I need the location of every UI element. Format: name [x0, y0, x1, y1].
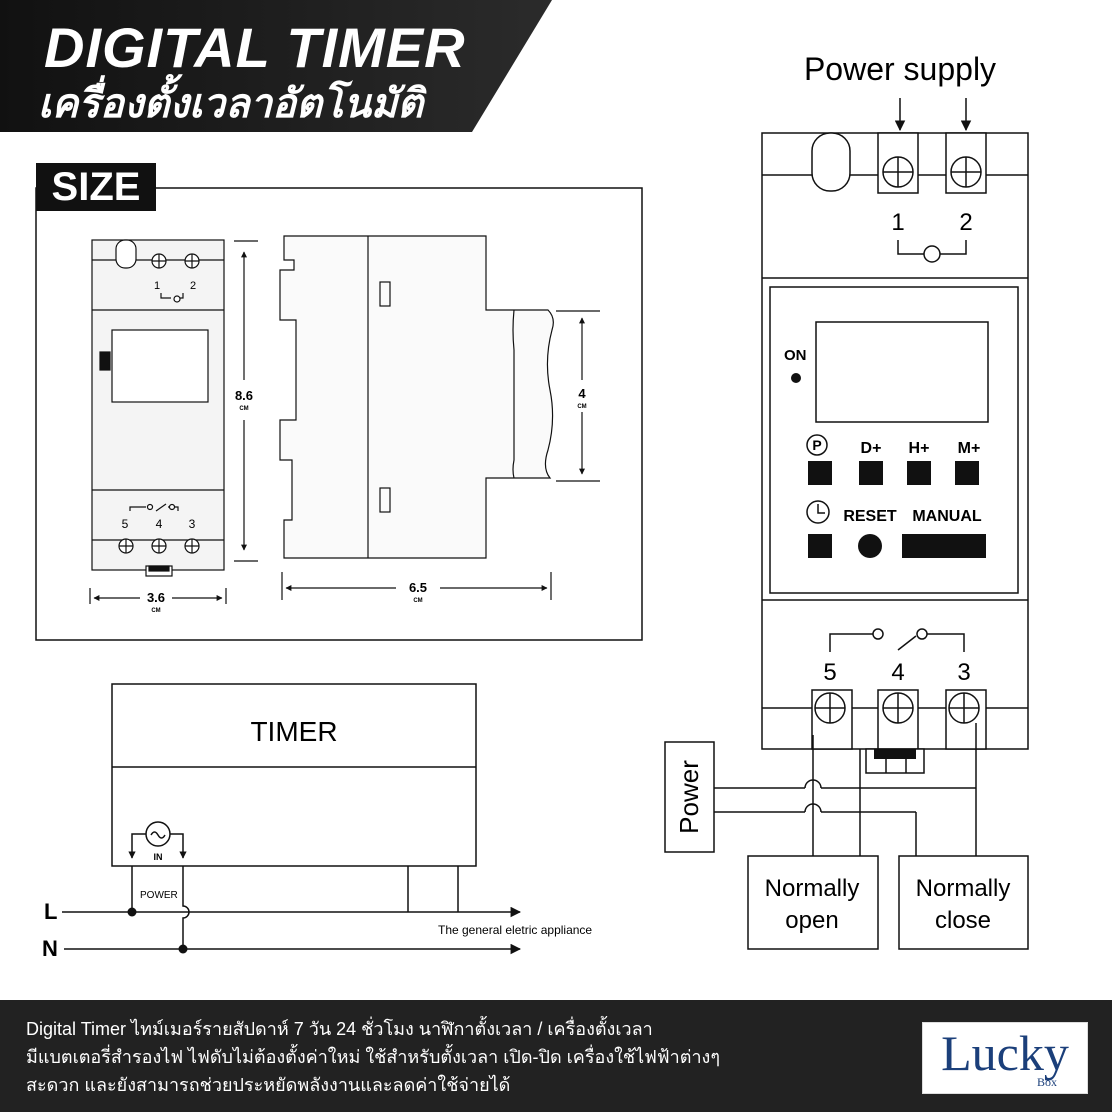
normally-close-line2: close — [935, 907, 991, 934]
normally-open-box — [747, 855, 879, 950]
terminal-2-label: 2 — [959, 209, 972, 236]
junction-neutral — [178, 944, 188, 954]
appliance-label: The general eletric appliance — [438, 923, 592, 937]
front-terminal-3: 3 — [189, 517, 196, 531]
lucky-box-logo: Lucky Box — [922, 1022, 1088, 1094]
din-clip — [874, 749, 916, 759]
normally-close-line1: Normally — [916, 875, 1011, 902]
wiring-lines — [62, 866, 522, 955]
label-h-plus: H+ — [909, 440, 930, 457]
manual-label: MANUAL — [912, 508, 982, 525]
line-label: L — [44, 899, 57, 924]
front-terminal-1: 1 — [154, 280, 160, 292]
footer: Digital Timer ไทม์เมอร์รายสัปดาห์ 7 วัน … — [0, 1000, 1112, 1112]
label-d-plus: D+ — [861, 440, 882, 457]
depth-value: 6.5 — [409, 580, 427, 595]
neutral-label: N — [42, 936, 58, 961]
button-p[interactable] — [808, 461, 832, 485]
logo-word: Lucky — [941, 1025, 1069, 1081]
input-label: IN — [154, 852, 163, 862]
normally-open-line2: open — [785, 907, 838, 934]
on-label: ON — [784, 347, 807, 364]
clock-icon — [806, 500, 830, 524]
footer-line-2: มีแบตเตอรี่สำรองไฟ ไฟดับไม่ต้องตั้งค่าให… — [26, 1047, 721, 1067]
diagram-canvas: 1 2 5 4 3 8.6 CM 3.6 CM 4 CM — [35, 51, 1029, 961]
terminal-1-label: 1 — [891, 209, 904, 236]
width-value: 3.6 — [147, 590, 165, 605]
height-value: 8.6 — [235, 388, 253, 403]
footer-line-3: สะดวก และยังสามารถช่วยประหยัดพลังงานและล… — [26, 1075, 511, 1095]
height-dimension — [234, 240, 258, 562]
device-wiring — [714, 723, 977, 856]
size-tag: SIZE — [36, 163, 156, 211]
height-unit: CM — [239, 406, 248, 412]
power-label: POWER — [140, 890, 178, 901]
power-box — [664, 741, 715, 853]
terminal-5-label: 5 — [823, 659, 836, 686]
program-symbol-ring — [806, 434, 828, 456]
normally-close-box — [898, 855, 1029, 950]
footer-line-1: Digital Timer ไทม์เมอร์รายสัปดาห์ 7 วัน … — [26, 1019, 653, 1039]
width-dimension — [89, 588, 227, 604]
button-clock[interactable] — [808, 534, 832, 558]
front-view — [91, 239, 225, 577]
timer-label: TIMER — [250, 716, 337, 747]
title-english: DIGITAL TIMER — [44, 16, 466, 79]
device-body — [761, 132, 1029, 774]
front-terminal-4: 4 — [156, 517, 163, 531]
front-terminal-5: 5 — [122, 517, 129, 531]
terminal-4-label: 4 — [891, 659, 904, 686]
rail-dimension — [556, 310, 600, 482]
rail-value: 4 — [578, 386, 586, 401]
size-frame — [35, 187, 643, 641]
button-manual[interactable] — [902, 534, 986, 558]
button-reset[interactable] — [858, 534, 882, 558]
reset-label: RESET — [843, 508, 897, 525]
ac-input-symbol — [128, 821, 187, 859]
power-supply-label: Power supply — [804, 51, 996, 87]
button-h-plus[interactable] — [907, 461, 931, 485]
rail-unit: CM — [577, 404, 586, 410]
junction-line — [127, 907, 137, 917]
terminal-3-label: 3 — [957, 659, 970, 686]
power-box-label: Power — [674, 760, 704, 834]
label-m-plus: M+ — [958, 440, 981, 457]
front-terminal-2: 2 — [190, 280, 196, 292]
side-view — [279, 235, 554, 559]
on-led — [791, 373, 801, 383]
depth-unit: CM — [413, 598, 422, 604]
button-m-plus[interactable] — [955, 461, 979, 485]
clock-hands — [817, 504, 825, 514]
button-d-plus[interactable] — [859, 461, 883, 485]
timer-box — [111, 683, 477, 867]
header-banner — [0, 0, 552, 132]
normally-open-line1: Normally — [765, 875, 860, 902]
program-symbol: P — [812, 437, 821, 453]
title-thai: เครื่องตั้งเวลาอัตโนมัติ — [38, 82, 424, 126]
logo-sub: Box — [1037, 1075, 1058, 1089]
depth-dimension — [281, 572, 552, 600]
width-unit: CM — [151, 608, 160, 614]
